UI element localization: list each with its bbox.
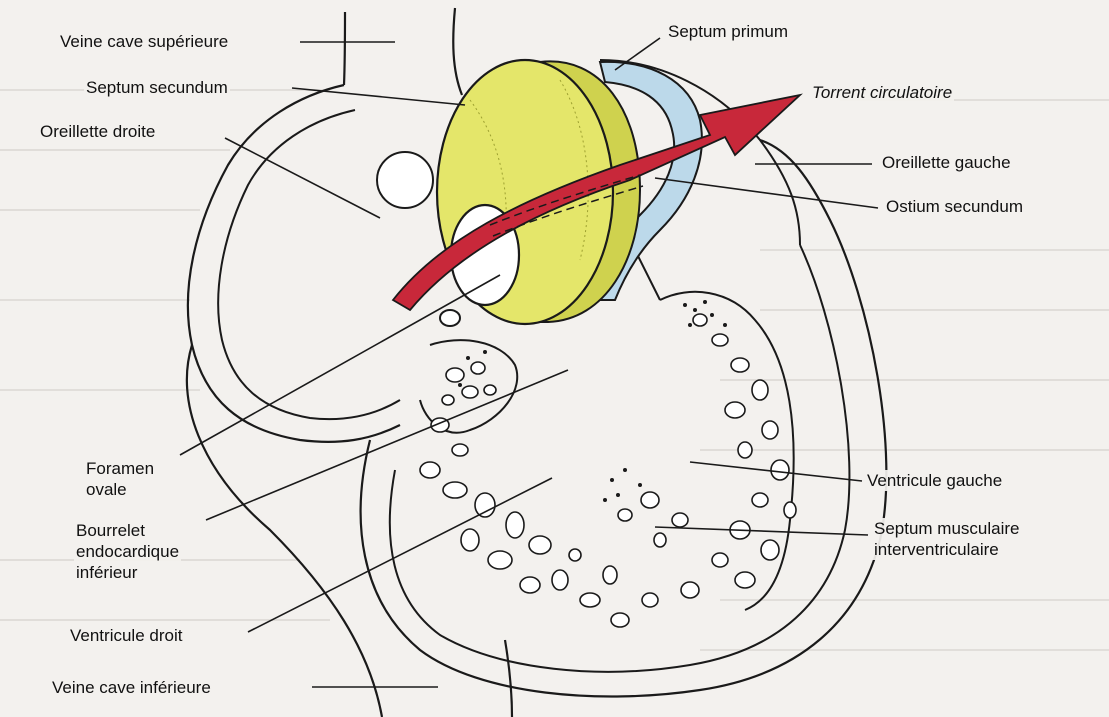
label-ventricule-gauche: Ventricule gauche [865, 470, 1004, 491]
label-oreillette-droite: Oreillette droite [38, 121, 157, 142]
trabeculae-dots [458, 300, 727, 502]
label-septum-musculaire-line-1: Septum musculaire [874, 518, 1020, 539]
heart-outer-wall [187, 345, 382, 717]
label-ventricule-droit: Ventricule droit [68, 625, 184, 646]
label-bourrelet-line-3: inférieur [76, 562, 179, 583]
label-septum-musculaire-line-2: interventriculaire [874, 539, 1020, 560]
label-torrent-circulatoire: Torrent circulatoire [810, 82, 954, 103]
right-atrium-wall [188, 85, 400, 442]
label-bourrelet-line-1: Bourrelet [76, 520, 179, 541]
atrium-opening-lower [440, 310, 460, 326]
label-septum-musculaire: Septum musculaire interventriculaire [872, 518, 1022, 560]
superior-vena-cava [344, 8, 462, 95]
label-septum-secundum: Septum secundum [84, 77, 230, 98]
label-veine-cave-inferieure: Veine cave inférieure [50, 677, 213, 698]
trabeculae [420, 314, 796, 627]
label-foramen-ovale: Foramen ovale [84, 458, 156, 500]
right-atrium-inner-wall [218, 110, 400, 419]
label-bourrelet-line-2: endocardique [76, 541, 179, 562]
label-foramen-ovale-line-1: Foramen [86, 458, 154, 479]
label-veine-cave-superieure: Veine cave supérieure [58, 31, 230, 52]
atrium-opening-upper [377, 152, 433, 208]
label-septum-primum: Septum primum [666, 21, 790, 42]
label-bourrelet-endocardique: Bourrelet endocardique inférieur [74, 520, 181, 583]
inferior-vena-cava [505, 640, 512, 717]
label-oreillette-gauche: Oreillette gauche [880, 152, 1013, 173]
label-ostium-secundum: Ostium secundum [884, 196, 1025, 217]
label-foramen-ovale-line-2: ovale [86, 479, 154, 500]
